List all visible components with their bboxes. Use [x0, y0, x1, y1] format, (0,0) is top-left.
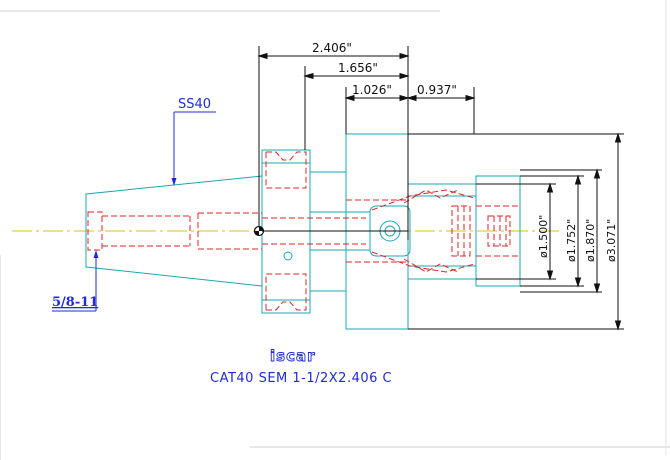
- dim-dia1870-label: ø1.870": [584, 219, 597, 262]
- dim-dia1752-label: ø1.752": [565, 219, 578, 262]
- collet-v-top: [403, 189, 459, 204]
- pull-stud-thread: [87, 211, 103, 251]
- dim-dia3071-label: ø3.071": [605, 219, 618, 262]
- dimension-lines: [257, 46, 624, 331]
- dim-dia3071-arrow-t: [614, 132, 622, 143]
- part-code: CAT40 SEM 1-1/2X2.406 C: [210, 371, 392, 386]
- gauge-point-fill: [254, 226, 264, 236]
- dim-2406-arrow-l: [257, 52, 268, 60]
- dim-0937-arrow-r: [465, 94, 476, 102]
- collet-cone-bot: [371, 251, 475, 273]
- coolant-port: [283, 251, 293, 261]
- front-nose: [408, 175, 521, 287]
- dim-1656-label: 1.656": [338, 61, 378, 75]
- dim-dia3071-arrow-b: [614, 320, 622, 331]
- thread-callout-arrow: [93, 250, 99, 258]
- dim-2406-arrow-r: [399, 52, 410, 60]
- dim-dia1752-arrow-b: [574, 277, 582, 288]
- nut-thread: [451, 205, 471, 257]
- drive-slot-top: [265, 151, 307, 189]
- dim-dia1500-label: ø1.500": [537, 215, 550, 258]
- collet-cone-top: [371, 189, 475, 211]
- collet-v-bot: [403, 258, 459, 273]
- dim-dia1752-arrow-t: [574, 174, 582, 185]
- dim-1026-label: 1.026": [352, 83, 392, 97]
- taper-callout-label: SS40: [178, 97, 211, 112]
- dim-dia1870-arrow-b: [593, 283, 601, 294]
- taper-callout-arrow: [171, 178, 177, 186]
- dim-1026-arrow-r: [399, 94, 410, 102]
- thread-callout-label: 5/8-11: [52, 295, 98, 310]
- dim-dia1500-arrow-t: [546, 182, 554, 193]
- dim-0937-label: 0.937": [417, 83, 457, 97]
- dim-1656-arrow-r: [399, 72, 410, 80]
- drive-slot-bottom: [265, 273, 307, 311]
- dim-1026-arrow-l: [344, 94, 355, 102]
- brand-logo: iscar: [270, 347, 315, 365]
- dim-dia1870-arrow-t: [593, 168, 601, 179]
- front-screw: [487, 215, 511, 247]
- dim-1656-arrow-l: [303, 72, 314, 80]
- dim-0937-arrow-l: [406, 94, 417, 102]
- hidden-lines: [87, 151, 520, 311]
- dim-dia1500-arrow-b: [546, 270, 554, 281]
- dim-2406-label: 2.406": [312, 41, 352, 55]
